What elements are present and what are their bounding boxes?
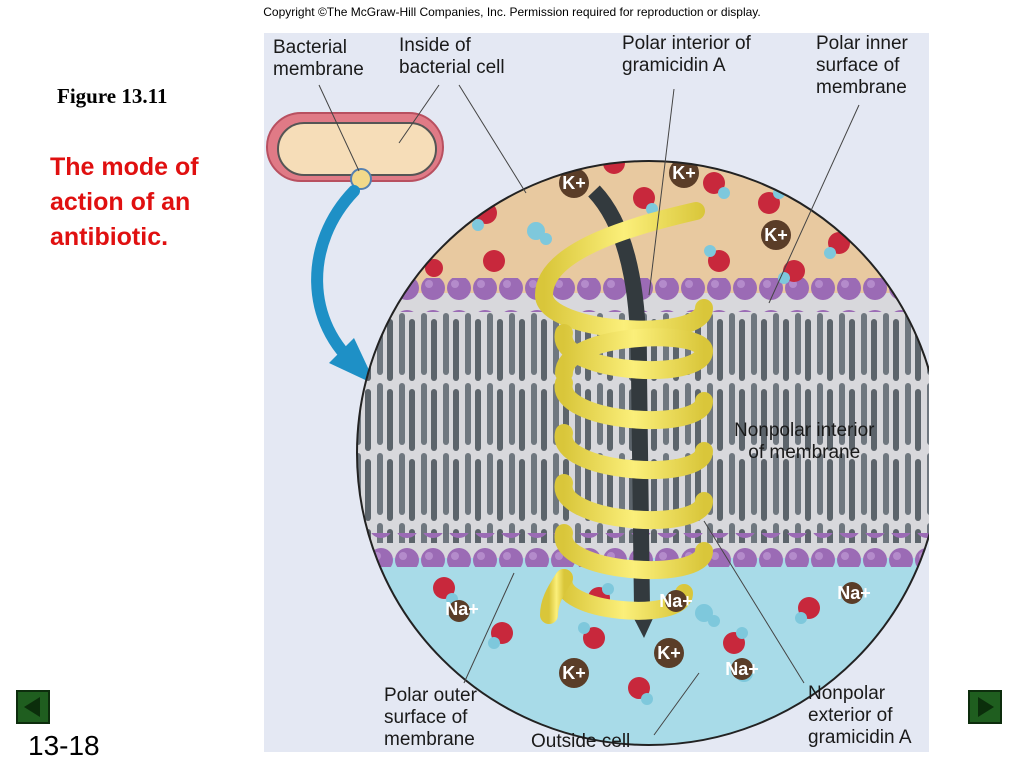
na-ion-label: Na+ (659, 591, 693, 611)
gramicidin-a-helix (534, 202, 714, 624)
illustration-canvas: K+ K+ K+ K+ K+ Na+ Na+ Na+ Na+ (266, 84, 929, 746)
k-ion-label: K+ (657, 643, 681, 663)
k-ion-label: K+ (562, 663, 586, 683)
k-ion-label: K+ (672, 163, 696, 183)
gramicidin-illustration: K+ K+ K+ K+ K+ Na+ Na+ Na+ Na+ (264, 33, 929, 752)
caption-line: action of an (50, 188, 191, 216)
triangle-right-icon (978, 697, 994, 717)
label-outside-cell: Outside cell (531, 731, 631, 752)
copyright-notice: Copyright ©The McGraw-Hill Companies, In… (263, 5, 761, 19)
caption-line: antibiotic. (50, 223, 169, 251)
caption-line: The mode of (50, 153, 199, 181)
sodium-ions: Na+ Na+ Na+ Na+ (445, 582, 871, 680)
potassium-ions: K+ K+ K+ K+ K+ (559, 161, 791, 688)
na-ion-label: Na+ (837, 583, 871, 603)
na-ion-label: Na+ (445, 599, 479, 619)
zoom-arrow (311, 185, 365, 374)
na-ion-label: Na+ (725, 659, 759, 679)
magnified-view-outline (356, 160, 929, 746)
previous-slide-button[interactable] (16, 690, 50, 724)
k-ion-label: K+ (562, 173, 586, 193)
slide-caption: The mode of action of an antibiotic. (50, 150, 250, 255)
slide-number: 13-18 (28, 730, 100, 761)
triangle-left-icon (24, 697, 40, 717)
figure-number: Figure 13.11 (57, 84, 168, 108)
leader-lines (318, 84, 860, 736)
membrane-zoom-marker (350, 168, 372, 190)
k-ion-label: K+ (764, 225, 788, 245)
next-slide-button[interactable] (968, 690, 1002, 724)
bacterium-cell (266, 112, 444, 190)
